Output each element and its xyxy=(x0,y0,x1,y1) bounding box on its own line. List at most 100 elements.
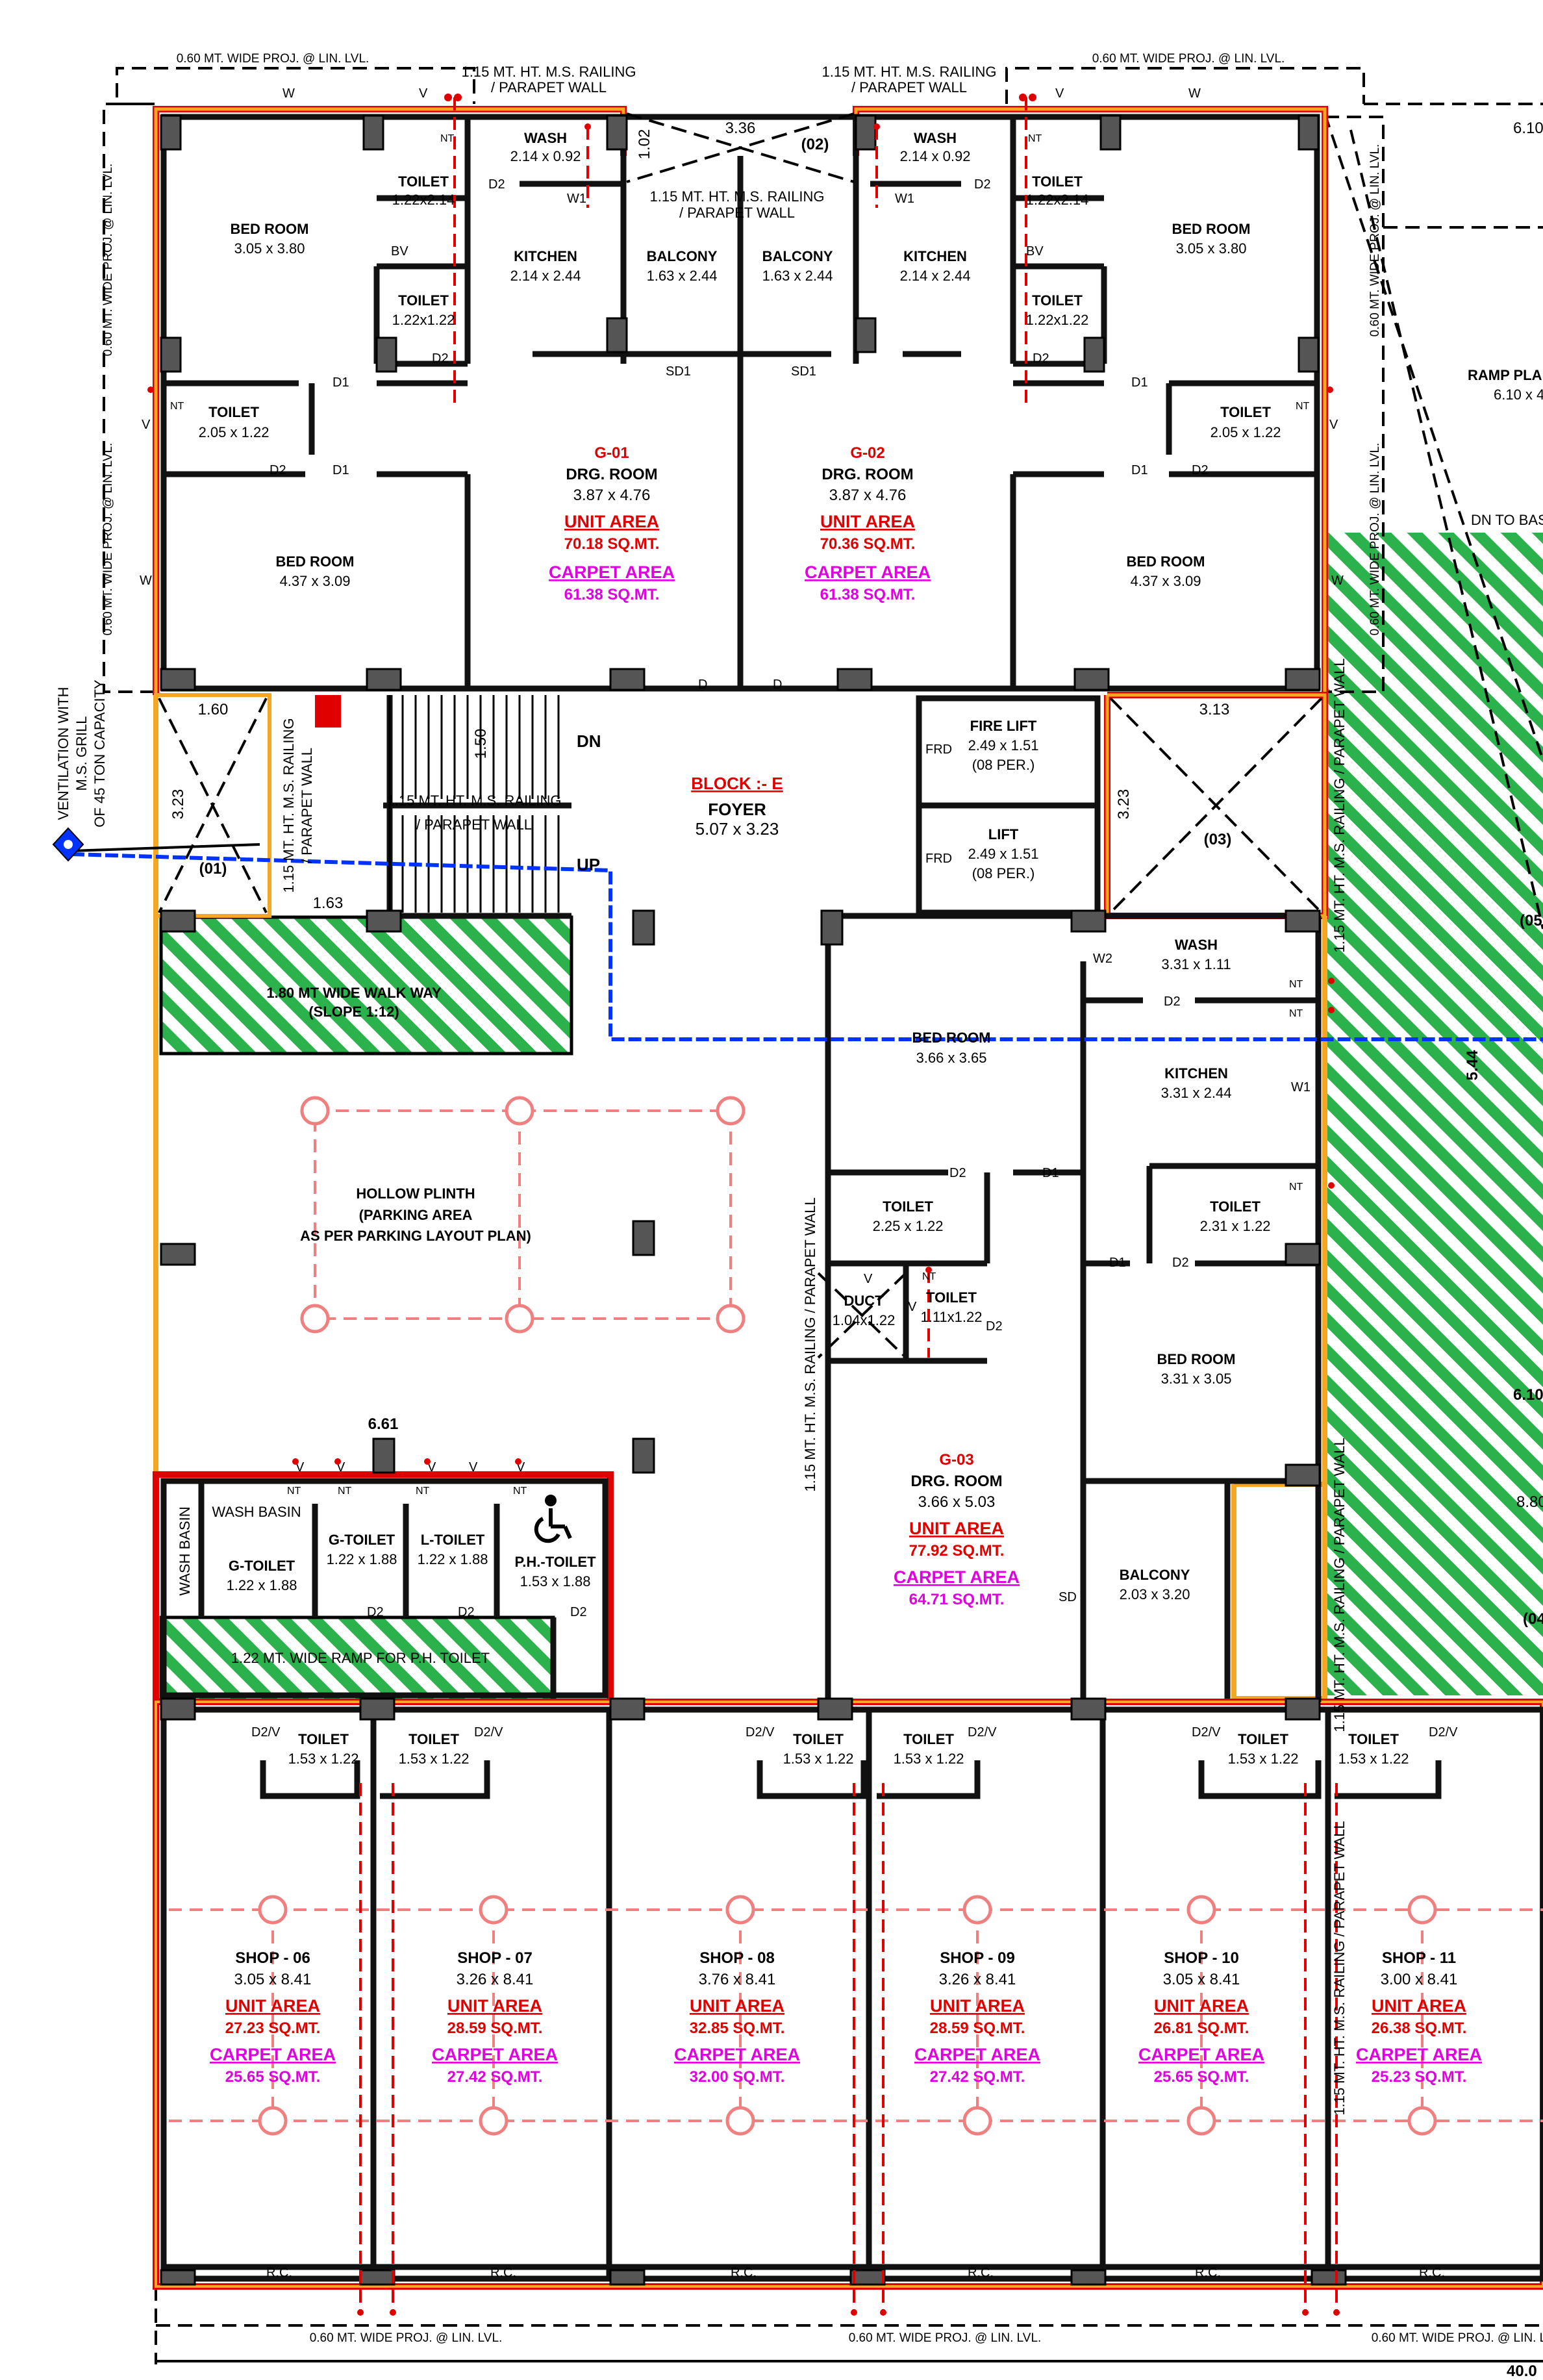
tag-d2v-5: D2/V xyxy=(1192,1725,1221,1740)
dim-336: 3.36 xyxy=(725,120,756,137)
proj-left-1: 0.60 MT. WIDE PROJ. @ LIN. LVL. xyxy=(101,164,115,357)
unit-g02-ca: 61.38 SQ.MT. xyxy=(820,586,916,603)
railing-vert-right1: 1.15 MT. HT. M.S. RAILING / PARAPET WALL xyxy=(1331,658,1348,952)
room-t6: TOILET xyxy=(1220,404,1271,420)
room-bal1-dim: 1.63 x 2.44 xyxy=(647,268,718,284)
shop09-ua: 28.59 SQ.MT. xyxy=(930,2019,1025,2037)
dim-610b: 6.10 xyxy=(1513,1386,1543,1404)
shop10-ua: 26.81 SQ.MT. xyxy=(1154,2019,1249,2037)
stair-dn: DN xyxy=(577,731,601,751)
wheelchair-icon xyxy=(534,1495,572,1543)
tag-d1-c: D1 xyxy=(332,463,349,477)
tag-d2v-3: D2/V xyxy=(746,1725,775,1740)
shop09-toilet-dim: 1.53 x 1.22 xyxy=(894,1751,964,1767)
room-lt-dim: 1.22 x 1.88 xyxy=(418,1551,488,1567)
tag-w2-mid: W2 xyxy=(1093,952,1112,966)
tag-d2-g: D2 xyxy=(1164,994,1181,1009)
dim-160: 1.60 xyxy=(198,701,229,718)
unit-g02-ca-label: CARPET AREA xyxy=(805,563,931,582)
shop11-ca-label: CARPET AREA xyxy=(1356,2045,1482,2064)
tag-v2: V xyxy=(1055,86,1064,101)
ph-ramp xyxy=(159,1615,555,1703)
room-br1: BED ROOM xyxy=(231,221,309,237)
tag-rc-2: R.C. xyxy=(490,2266,516,2280)
tag-nt2: NT xyxy=(1028,133,1042,144)
room-t8-dim: 2.31 x 1.22 xyxy=(1200,1218,1271,1234)
green-area-right-lower xyxy=(1325,929,1543,1695)
railing-vert-mid: 1.15 MT. HT. M.S. RAILING / PARAPET WALL xyxy=(802,1197,818,1491)
room-lt: L-TOILET xyxy=(421,1532,485,1548)
unit-g03-ca-label: CARPET AREA xyxy=(894,1567,1020,1587)
shaft-crosses xyxy=(158,112,1323,1359)
dim-163: 1.63 xyxy=(313,894,344,912)
room-k3-dim: 3.31 x 2.44 xyxy=(1161,1085,1232,1101)
room-t1-dim: 1.22x2.14 xyxy=(392,192,455,208)
shop10-name: SHOP - 10 xyxy=(1164,1949,1239,1967)
shop11-name: SHOP - 11 xyxy=(1382,1949,1456,1967)
shop08-dim: 3.76 x 8.41 xyxy=(699,1971,776,1988)
shaft-02: (02) xyxy=(801,136,829,153)
tag-d1-a: D1 xyxy=(332,375,349,390)
dim-323b: 3.23 xyxy=(1115,789,1133,820)
room-br6: BED ROOM xyxy=(1157,1351,1236,1367)
room-t7: TOILET xyxy=(883,1198,933,1215)
tag-d2-h: D2 xyxy=(949,1166,966,1180)
tag-v10: V xyxy=(469,1460,478,1475)
washbasin-v: WASH BASIN xyxy=(177,1506,193,1595)
room-t4: TOILET xyxy=(1032,173,1083,190)
room-firelift: FIRE LIFT xyxy=(970,718,1037,734)
tag-d2-i: D2 xyxy=(1172,1256,1189,1270)
tag-nt11: NT xyxy=(416,1486,430,1497)
walls-top xyxy=(160,114,1320,919)
tag-d2-k: D2 xyxy=(367,1605,384,1619)
dim-880: 8.80 xyxy=(1516,1493,1543,1511)
tag-bv-a: BV xyxy=(391,244,408,259)
tag-w1-a: W1 xyxy=(567,192,586,206)
tag-w1-b: W1 xyxy=(895,192,914,206)
room-t7-dim: 2.25 x 1.22 xyxy=(873,1218,944,1234)
shop09-name: SHOP - 09 xyxy=(940,1949,1015,1967)
ventilation-leader xyxy=(71,843,260,852)
shop11-ua: 26.38 SQ.MT. xyxy=(1372,2019,1467,2037)
room-t1: TOILET xyxy=(398,173,449,190)
projection-lines xyxy=(103,67,1543,2364)
tag-sd1-b: SD1 xyxy=(791,364,816,379)
room-lift-dim: 2.49 x 1.51 xyxy=(968,846,1039,862)
tag-sd: SD xyxy=(1059,1590,1077,1604)
room-gt2: G-TOILET xyxy=(329,1532,395,1548)
tag-d1-d: D1 xyxy=(1131,463,1148,477)
ramp-dim: 6.10 x 4 xyxy=(1494,386,1543,403)
ventilation-line2: M.S. GRILL xyxy=(73,716,90,791)
room-wash3: WASH xyxy=(1175,937,1218,953)
room-k1-dim: 2.14 x 2.44 xyxy=(510,268,581,284)
room-br5: BED ROOM xyxy=(912,1030,991,1046)
room-k3: KITCHEN xyxy=(1164,1065,1228,1082)
unit-g01-dim: 3.87 x 4.76 xyxy=(573,487,651,504)
shop09-toilet: TOILET xyxy=(903,1731,954,1747)
tag-bv-b: BV xyxy=(1026,244,1044,259)
proj-top-left: 0.60 MT. WIDE PROJ. @ LIN. LVL. xyxy=(177,52,370,66)
shop11-dim: 3.00 x 8.41 xyxy=(1381,1971,1458,1988)
room-gt1-dim: 1.22 x 1.88 xyxy=(227,1577,297,1593)
tag-d2-f: D2 xyxy=(1192,463,1209,477)
ramp-dn: DN TO BAS xyxy=(1471,512,1543,528)
tag-frd-b: FRD xyxy=(925,852,952,866)
room-gt2-dim: 1.22 x 1.88 xyxy=(327,1551,397,1567)
walkway xyxy=(159,915,573,1056)
walkway-line1: 1.80 MT WIDE WALK WAY xyxy=(266,985,442,1001)
shop06-name: SHOP - 06 xyxy=(235,1949,310,1967)
shop11-ca: 25.23 SQ.MT. xyxy=(1372,2068,1467,2086)
shop06-toilet-dim: 1.53 x 1.22 xyxy=(288,1751,359,1767)
room-bal1: BALCONY xyxy=(647,248,718,264)
stair-up: UP xyxy=(577,855,600,874)
tag-w1: W xyxy=(282,86,295,101)
shop10-ca: 25.65 SQ.MT. xyxy=(1154,2068,1249,2086)
room-duct-dim: 1.04x1.22 xyxy=(833,1312,896,1328)
columns xyxy=(160,114,1347,2286)
parking-wheels xyxy=(258,1096,1437,2136)
shop07-toilet-dim: 1.53 x 1.22 xyxy=(399,1751,470,1767)
room-t8: TOILET xyxy=(1210,1198,1261,1215)
shop08-ca-label: CARPET AREA xyxy=(674,2045,800,2064)
unit-g01-ua-label: UNIT AREA xyxy=(564,512,659,531)
